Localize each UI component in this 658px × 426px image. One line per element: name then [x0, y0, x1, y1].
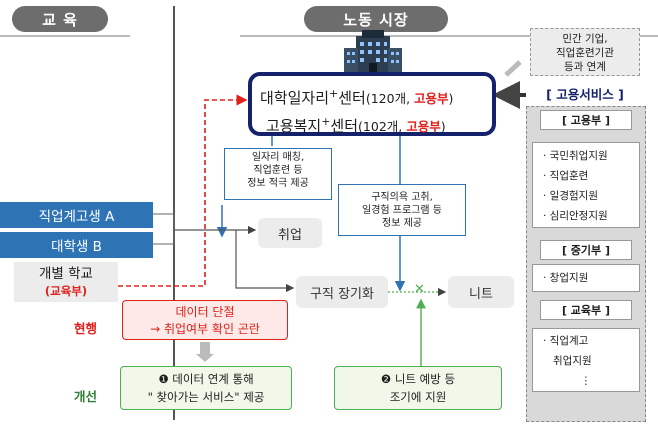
data-disconnect-box: 데이터 단절 → 취업여부 확인 곤란 — [122, 300, 288, 340]
ministry-education-list: · 직업계고 취업지원 ⋮ — [532, 328, 640, 392]
neet-prevention-box: ❷ 니트 예방 등 조기에 지원 — [334, 366, 502, 410]
university-student-box: 대학생 B — [0, 232, 153, 258]
building-icon — [344, 30, 402, 72]
vocational-student-box: 직업계고생 A — [0, 202, 153, 228]
job-seeking-info-note: 구직의욕 고취, 일경험 프로그램 등 정보 제공 — [338, 184, 466, 236]
school-box: 개별 학교 (교육부) — [14, 262, 118, 302]
neet-box: 니트 — [448, 276, 514, 308]
ministry-employment-header: [ 고용부 ] — [540, 110, 632, 130]
ministry-sme-list: · 창업지원 — [532, 264, 640, 292]
prolonged-job-search-box: 구직 장기화 — [296, 276, 388, 308]
improvement-label: 개선 — [74, 389, 98, 404]
employment-outcome-box: 취업 — [258, 218, 322, 248]
labor-market-header: 노동 시장 — [304, 6, 448, 32]
external-partners-note: 민간 기업, 직업훈련기관 등과 연계 — [530, 28, 640, 76]
employment-services-label: [ 고용서비스 ] — [546, 87, 624, 102]
data-link-improvement-box: ❶ 데이터 연계 통해 " 찾아가는 서비스" 제공 — [120, 366, 292, 410]
data-flow-dashed-arrow — [118, 94, 248, 287]
education-header: 교 육 — [12, 6, 108, 32]
ministry-sme-header: [ 중기부 ] — [540, 240, 632, 260]
employment-center-box: 대학일자리+센터(120개, 고용부) 고용복지+센터(102개, 고용부) — [248, 72, 496, 136]
block-x-mark: ✕ — [414, 282, 425, 297]
matching-info-note: 일자리 매칭, 직업훈련 등 정보 적극 제공 — [224, 148, 332, 200]
ministry-employment-list: · 국민취업지원 · 직업훈련 · 일경험지원 · 심리안정지원 — [532, 142, 640, 228]
ministry-education-header: [ 교육부 ] — [540, 300, 632, 320]
current-label: 현행 — [74, 321, 98, 336]
